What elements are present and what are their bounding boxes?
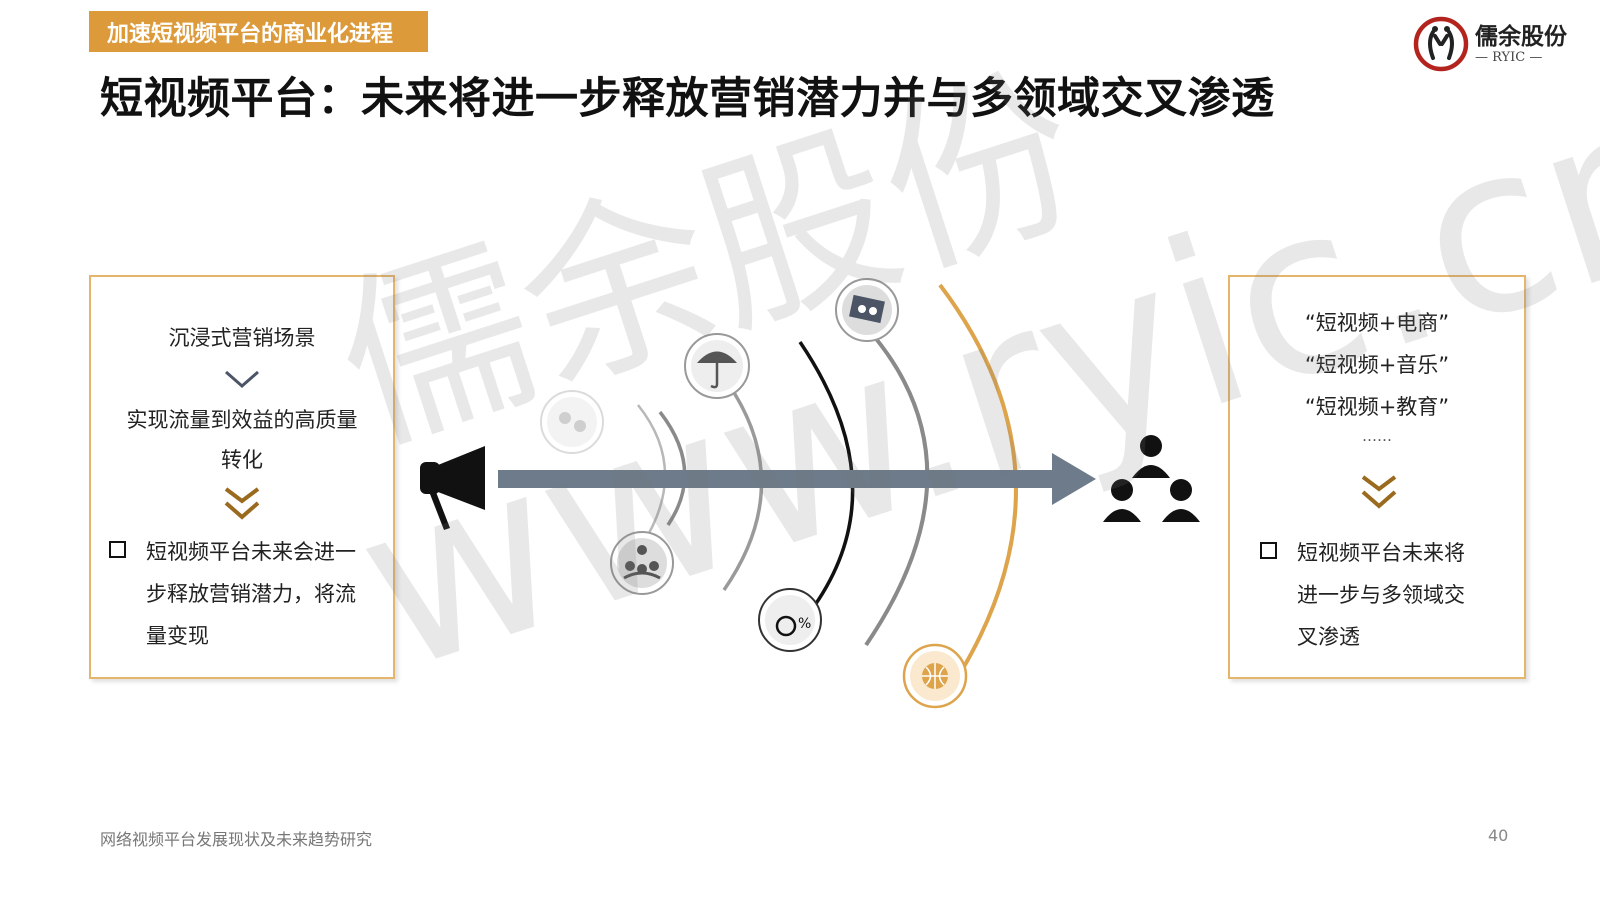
page-number: 40 <box>1488 826 1509 845</box>
money-flow-icon <box>540 390 604 454</box>
right-bullet-line-1: 短视频平台未来将 <box>1297 541 1465 565</box>
arc-2 <box>658 410 687 526</box>
right-panel: “短视频+电商” “短视频+音乐” “短视频+教育” …… 短视频平台未来将 进… <box>1228 275 1526 679</box>
cash-icon <box>835 278 899 342</box>
bullet-square-icon <box>109 541 126 558</box>
arc-5 <box>864 333 930 647</box>
double-chevron-down-icon <box>224 487 260 520</box>
money-bag-percent-icon: % <box>758 588 822 652</box>
left-bullet: 短视频平台未来会进一 步释放营销潜力，将流 量变现 <box>109 531 356 657</box>
left-line-2: 实现流量到效益的高质量 <box>126 408 358 432</box>
right-item-2: “短视频+音乐” <box>1304 353 1450 377</box>
logo-sub: — RYIC — <box>1475 50 1543 65</box>
page-title: 短视频平台：未来将进一步释放营销潜力并与多领域交叉渗透 <box>100 74 1275 124</box>
right-bullet-line-3: 叉渗透 <box>1297 625 1360 649</box>
left-bullet-line-2: 步释放营销潜力，将流 <box>146 582 356 606</box>
double-chevron-down-icon <box>1361 475 1397 509</box>
logo-mark-icon <box>1413 16 1469 72</box>
chevron-down-icon <box>225 370 259 388</box>
right-item-1: “短视频+电商” <box>1304 311 1450 335</box>
left-line-3: 转化 <box>221 448 263 472</box>
right-ellipsis: …… <box>1362 427 1392 445</box>
people-group-icon <box>610 531 674 595</box>
footer-title: 网络视频平台发展现状及未来趋势研究 <box>100 830 373 849</box>
globe-icon <box>902 643 968 709</box>
right-bullet-line-2: 进一步与多领域交 <box>1297 583 1465 607</box>
svg-text:%: % <box>798 616 811 632</box>
bullet-square-icon <box>1260 542 1277 559</box>
left-bullet-line-3: 量变现 <box>146 624 209 648</box>
section-tag: 加速短视频平台的商业化进程 <box>89 11 428 52</box>
umbrella-icon <box>684 333 750 399</box>
audience-icon <box>1103 435 1200 522</box>
right-item-3: “短视频+教育” <box>1304 395 1450 419</box>
right-bullet: 短视频平台未来将 进一步与多领域交 叉渗透 <box>1260 532 1465 658</box>
megaphone-icon <box>420 446 485 530</box>
logo-name: 儒余股份 <box>1475 23 1567 50</box>
main-arrow-head <box>1052 453 1096 505</box>
main-arrow-shaft <box>498 470 1058 488</box>
left-line-1: 沉浸式营销场景 <box>168 326 316 350</box>
left-bullet-line-1: 短视频平台未来会进一 <box>146 540 356 564</box>
left-panel: 沉浸式营销场景 实现流量到效益的高质量 转化 短视频平台未来会进一 步释放营销潜… <box>89 275 395 679</box>
company-logo: 儒余股份 — RYIC — <box>1413 14 1591 74</box>
